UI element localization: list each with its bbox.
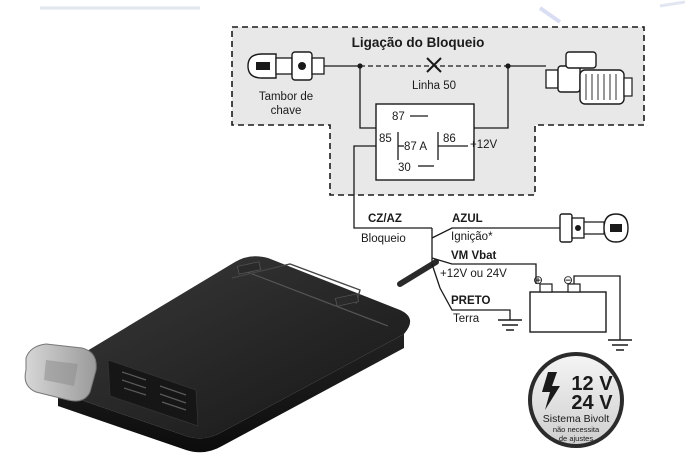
wire-label-azul: AZUL xyxy=(452,213,483,225)
relay-internal-wiring xyxy=(353,66,509,229)
relay-pin-30: 30 xyxy=(398,162,411,174)
badge-note-2: de ajustes xyxy=(559,434,593,443)
starter-motor-icon xyxy=(545,51,633,105)
lightning-icon xyxy=(542,372,560,410)
wire-label-vm: VM Vbat xyxy=(451,250,497,262)
badge-voltage-24: 24 V xyxy=(571,392,613,414)
badge-voltage-12: 12 V xyxy=(571,373,613,395)
watermark-marks xyxy=(40,0,685,24)
line-50-wiring xyxy=(324,57,546,73)
device-cable xyxy=(397,259,439,287)
line-50-label: Linha 50 xyxy=(412,80,456,92)
badge-system: Sistema Bivolt xyxy=(543,413,610,425)
ground-icon xyxy=(498,319,522,331)
battery-negative-label: ⊖ xyxy=(563,273,573,287)
ignition-cylinder-icon xyxy=(247,51,325,81)
wire-label-czaz: CZ/AZ xyxy=(368,213,402,225)
badge-note-1: não necessita xyxy=(553,425,600,434)
relay-pin-87: 87 xyxy=(392,111,405,123)
ignition-cylinder-label-2: chave xyxy=(271,105,302,117)
bivolt-badge xyxy=(528,352,624,448)
relay-supply-label: +12V xyxy=(470,139,498,151)
wire-label-preto: PRETO xyxy=(451,295,490,307)
battery-icon xyxy=(529,275,632,351)
panel-title: Ligação do Bloqueio xyxy=(352,35,485,50)
wire-desc-azul: Ignição* xyxy=(451,231,493,243)
relay-pin-86: 86 xyxy=(443,133,456,145)
output-wiring xyxy=(431,227,560,320)
wire-desc-preto: Terra xyxy=(453,313,480,325)
ignition-cylinder-label-1: Tambor de xyxy=(259,91,313,103)
relay-box xyxy=(375,103,475,181)
immobilizer-device xyxy=(24,256,411,453)
relay-pin-87a: 87 A xyxy=(404,141,427,153)
battery-positive-label: ⊕ xyxy=(533,273,543,287)
wire-desc-vm: +12V ou 24V xyxy=(440,268,507,280)
wire-desc-czaz: Bloqueio xyxy=(361,233,406,245)
ignition-key-icon xyxy=(559,213,629,243)
relay-pin-85: 85 xyxy=(379,133,392,145)
